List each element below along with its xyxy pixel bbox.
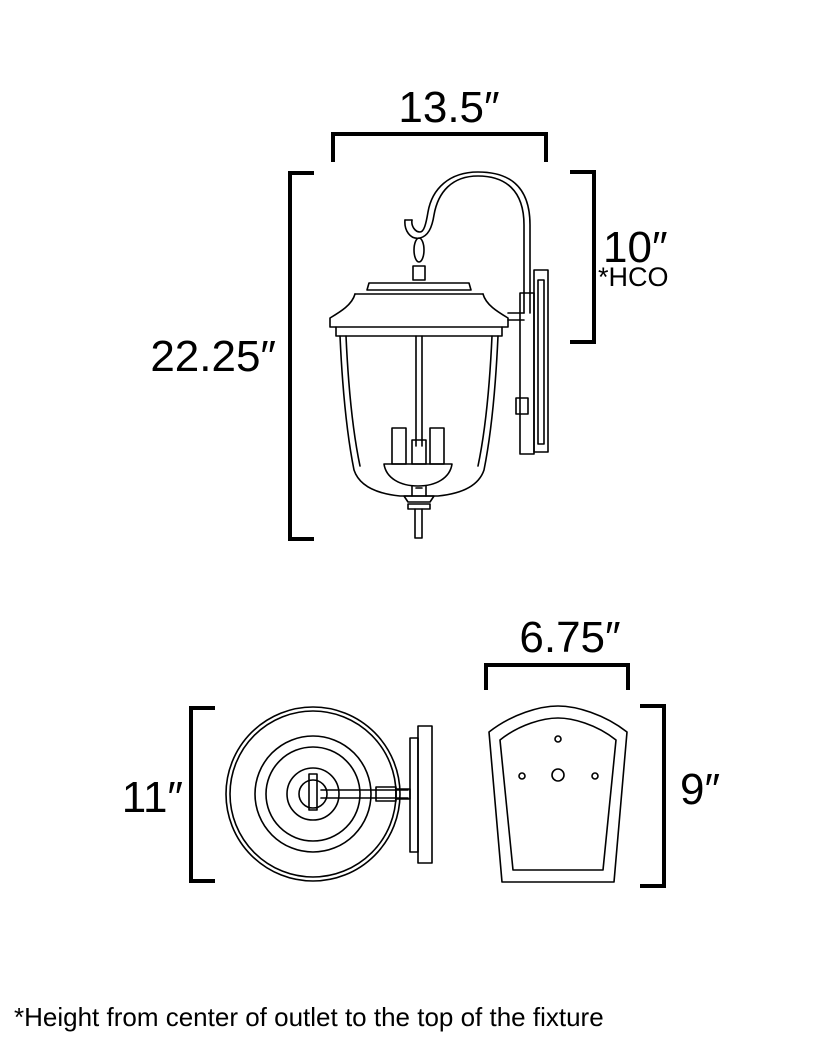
hco-bracket [570, 170, 596, 344]
width-bracket [331, 132, 548, 162]
footnote: *Height from center of outlet to the top… [14, 1002, 604, 1032]
backplate-view: 6.75″ 9″ [484, 613, 720, 888]
hco-marker: *HCO [598, 262, 669, 292]
overall-height-bracket [288, 171, 314, 541]
backplate-width-bracket [484, 663, 630, 690]
backplate-height-bracket [640, 704, 666, 888]
canopy-diameter-bracket [189, 706, 215, 883]
canopy-diameter-label: 11″ [122, 773, 183, 822]
lantern-top-drawing [225, 706, 433, 882]
backplate-drawing [488, 705, 628, 883]
top-view: 11″ [122, 706, 433, 883]
backplate-height-label: 9″ [680, 765, 720, 814]
side-view: 13.5″ 22.25″ 10″ *HCO [150, 83, 669, 541]
lantern-side-drawing [329, 171, 549, 539]
hco-label: 10″ [603, 223, 668, 272]
backplate-width-label: 6.75″ [519, 613, 620, 662]
overall-height-label: 22.25″ [150, 332, 276, 381]
width-label: 13.5″ [398, 83, 499, 132]
